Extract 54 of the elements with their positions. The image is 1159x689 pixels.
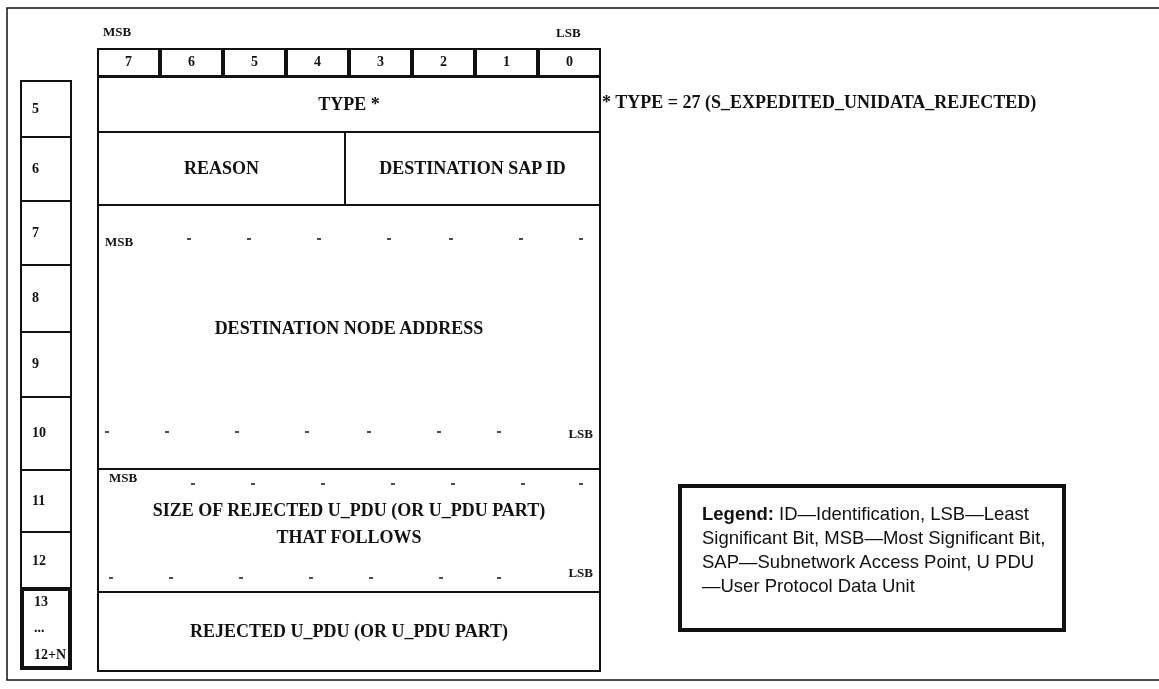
byte-number: 8: [32, 289, 39, 308]
bit-number-cell: [97, 48, 160, 77]
field-name: REJECTED U_PDU (OR U_PDU PART): [190, 620, 508, 644]
bit-number: 2: [440, 53, 447, 72]
legend-box: [678, 484, 1066, 632]
byte-number-cell: [20, 469, 72, 533]
msb-label: MSB: [103, 24, 132, 40]
byte-number: 9: [32, 355, 39, 374]
legend-text: Legend: ID—Identification, LSB—Least Significant Bit, MSB—Most Significant Bit, SAP—Subnetwork Access Point, U PDU—User Protocol Data Unit: [702, 502, 1047, 599]
byte-number-cell: [20, 136, 72, 202]
field-name: REASON: [184, 157, 259, 181]
byte-number-cell: [20, 200, 72, 266]
byte-number: 11: [32, 491, 46, 510]
byte-number-cell: [20, 396, 72, 471]
bit-number: 3: [377, 53, 384, 72]
field-box: [97, 76, 601, 133]
byte-number: ...: [34, 619, 45, 638]
bit-number-cell: [349, 48, 412, 77]
bit-number: 5: [251, 53, 258, 72]
byte-number-cell: [20, 264, 72, 333]
bit-number-cell: [223, 48, 286, 77]
field-box: [97, 591, 601, 672]
msb-label: MSB: [105, 234, 134, 250]
byte-number: 13: [34, 592, 48, 611]
byte-number: 7: [32, 223, 39, 242]
byte-number-cell: [20, 587, 72, 670]
bit-number: 1: [503, 53, 510, 72]
bit-number: 6: [188, 53, 195, 72]
field-name: TYPE *: [318, 93, 380, 117]
byte-number-cell: [20, 331, 72, 398]
byte-number: 5: [32, 99, 39, 118]
byte-number: 6: [32, 159, 39, 178]
msb-label: MSB: [109, 470, 138, 486]
field-box: [97, 204, 601, 470]
bit-number: 0: [566, 53, 573, 72]
field-box: [97, 468, 601, 593]
field-name: SIZE OF REJECTED U_PDU (OR U_PDU PART) THAT FOLLOWS: [151, 499, 547, 549]
byte-number-cell: [20, 80, 72, 138]
bit-number-cell: [538, 48, 601, 77]
lsb-label: LSB: [568, 426, 593, 442]
bit-number-cell: [286, 48, 349, 77]
field-name: DESTINATION SAP ID: [379, 157, 566, 181]
byte-number: 12+N: [34, 645, 67, 664]
bit-number: 4: [314, 53, 321, 72]
field-name: DESTINATION NODE ADDRESS: [214, 316, 484, 340]
bit-number-cell: [475, 48, 538, 77]
byte-number: 12: [32, 551, 46, 570]
footnote: * TYPE = 27 (S_EXPEDITED_UNIDATA_REJECTED): [602, 92, 1037, 113]
bit-number-cell: [160, 48, 223, 77]
byte-number: 10: [32, 424, 46, 443]
bit-number-cell: [412, 48, 475, 77]
bit-number: 7: [125, 53, 132, 72]
lsb-label: LSB: [556, 25, 581, 41]
lsb-label: LSB: [568, 565, 593, 581]
